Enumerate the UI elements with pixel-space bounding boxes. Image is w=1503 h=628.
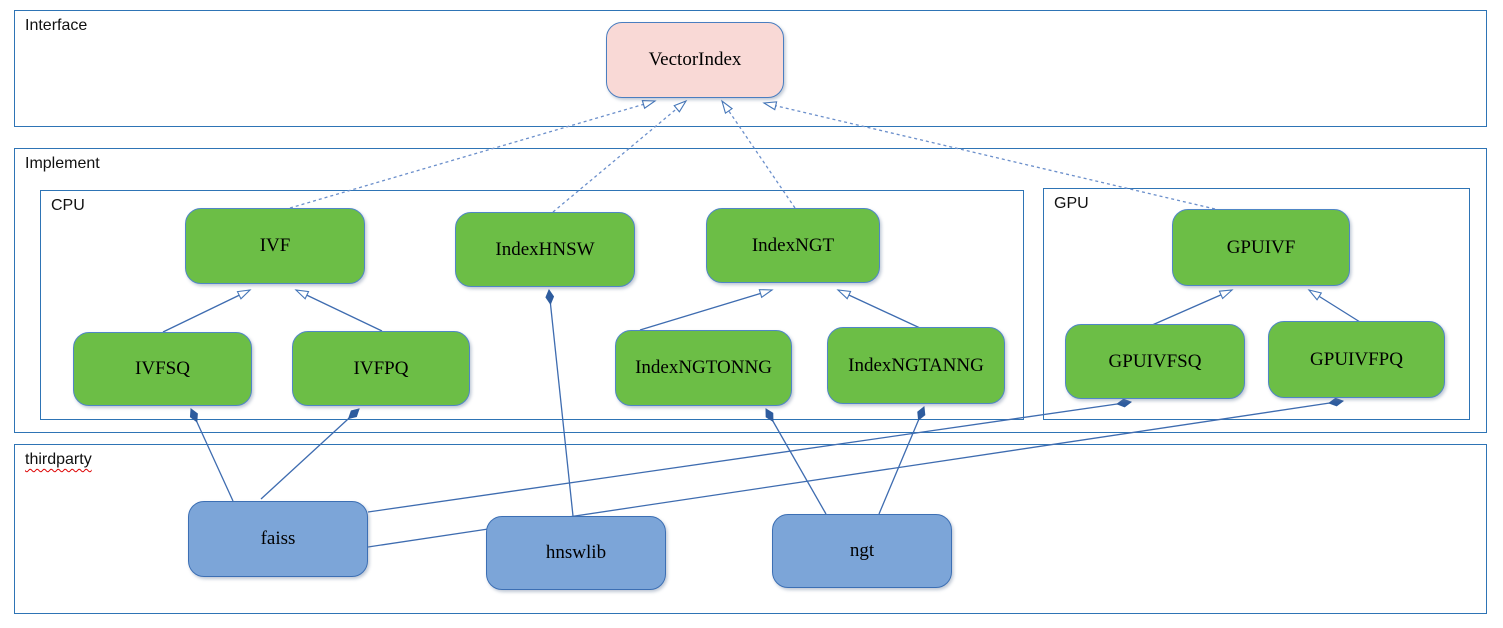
node-vectorindex-label: VectorIndex [648, 49, 742, 70]
node-indexngt-label: IndexNGT [751, 234, 835, 256]
edge-ivfsq-extends-ivf [162, 289, 252, 333]
edge-ivf-implements-vectorindex [289, 99, 657, 209]
node-ngt[interactable]: ngt [772, 514, 952, 588]
group-thirdparty[interactable]: thirdparty [14, 444, 1487, 614]
node-indexngtanng-label: IndexNGTANNG [848, 354, 984, 376]
node-gpuivfpq[interactable]: GPUIVFPQ [1268, 321, 1445, 398]
edge-faiss-composes-gpuivfsq [367, 402, 1131, 513]
node-indexngtonng-label: IndexNGTONNG [635, 357, 772, 378]
node-vectorindex[interactable]: VectorIndex [606, 22, 784, 98]
node-faiss[interactable]: faiss [188, 501, 368, 577]
node-indexngt[interactable]: IndexNGT [706, 208, 880, 283]
node-ivfpq[interactable]: IVFPQ [292, 331, 470, 406]
group-interface[interactable]: Interface [14, 10, 1487, 127]
node-faiss-label: faiss [260, 528, 296, 549]
node-indexngtonng[interactable]: IndexNGTONNG [615, 330, 792, 406]
group-gpu[interactable]: GPU [1043, 188, 1470, 420]
node-indexhnsw-label: IndexHNSW [495, 238, 595, 260]
node-ivfsq-label: IVFSQ [135, 358, 190, 379]
node-hnswlib[interactable]: hnswlib [486, 516, 666, 590]
node-ivfsq[interactable]: IVFSQ [73, 332, 252, 406]
group-implement[interactable]: Implement [14, 148, 1487, 433]
group-interface-label: Interface [25, 17, 88, 34]
node-gpuivf-label: GPUIVF [1226, 236, 1296, 258]
node-gpuivfpq-label: GPUIVFPQ [1310, 348, 1403, 370]
group-cpu[interactable]: CPU [40, 190, 1024, 420]
edge-indexhnsw-implements-vectorindex [552, 99, 688, 213]
node-gpuivfsq[interactable]: GPUIVFSQ [1065, 324, 1245, 399]
node-ivf[interactable]: IVF [185, 208, 365, 284]
node-gpuivfsq-label: GPUIVFSQ [1108, 350, 1202, 372]
node-indexhnsw[interactable]: IndexHNSW [455, 212, 635, 287]
group-implement-label: Implement [25, 155, 100, 172]
node-ivf-label: IVF [259, 235, 291, 256]
node-gpuivf[interactable]: GPUIVF [1172, 209, 1350, 286]
edge-faiss-composes-ivfsq [191, 409, 234, 502]
group-thirdparty-label: thirdparty [25, 451, 92, 468]
node-ngt-label: ngt [849, 540, 875, 561]
node-hnswlib-label: hnswlib [545, 542, 607, 563]
group-cpu-label: CPU [51, 197, 85, 214]
edge-gpuivfsq-extends-gpuivf [1149, 289, 1234, 327]
node-indexngtanng[interactable]: IndexNGTANNG [827, 327, 1005, 404]
edge-gpuivfpq-extends-gpuivf [1307, 289, 1361, 323]
edge-indexngtanng-extends-indexngt [836, 289, 921, 329]
edge-faiss-composes-ivfpq [260, 409, 359, 500]
edge-ngt-composes-indexngtanng [878, 407, 924, 515]
edge-hnswlib-composes-indexhnsw [549, 290, 574, 517]
edge-indexngt-implements-vectorindex [721, 99, 796, 209]
edge-indexngtonng-extends-indexngt [639, 289, 774, 331]
node-ivfpq-label: IVFPQ [353, 357, 409, 379]
edge-ngt-composes-indexngtonng [765, 409, 827, 515]
edge-gpuivf-implements-vectorindex [762, 101, 1216, 210]
edge-ivfpq-extends-ivf [294, 289, 383, 332]
group-gpu-label: GPU [1054, 195, 1089, 212]
